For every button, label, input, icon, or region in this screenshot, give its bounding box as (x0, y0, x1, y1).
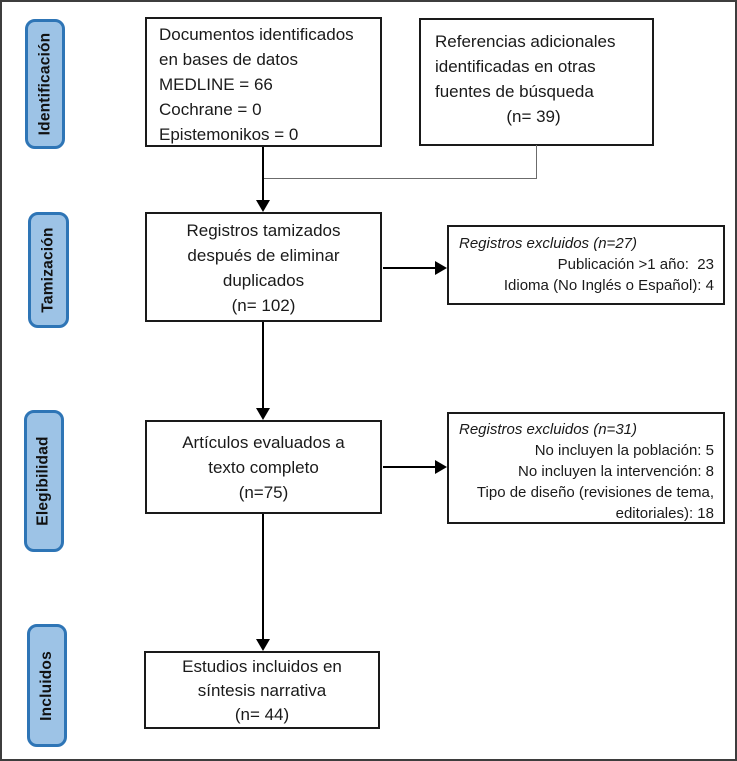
box-screened-records: Registros tamizados después de eliminar … (145, 212, 382, 322)
stage-label-identification: Identificación (25, 19, 65, 149)
box-fulltext-assessed: Artículos evaluados a texto completo (n=… (145, 420, 382, 514)
box-fulltext-line: texto completo (208, 458, 319, 477)
box-included-line: síntesis narrativa (197, 681, 327, 700)
box-additional-line: identificadas en otras (435, 57, 596, 76)
connector-screened-to-fulltext-line (262, 322, 264, 409)
stage-label-identification-text: Identificación (36, 32, 54, 136)
box-excluded-screening: Registros excluidos (n=27) Publicación >… (447, 225, 725, 305)
stage-label-included: Incluidos (27, 624, 67, 747)
box-fulltext-line: (n=75) (238, 483, 289, 502)
box-excluded-eligibility: Registros excluidos (n=31) No incluyen l… (447, 412, 725, 524)
stage-label-included-text: Incluidos (38, 650, 55, 721)
box-excluded-screening-item: Idioma (No Inglés o Español): 4 (503, 277, 714, 294)
connector-fulltext-to-excluded-line (383, 466, 435, 468)
box-screened-line: Registros tamizados (186, 221, 341, 240)
box-excluded-eligibility-title: Registros excluidos (n=31) (459, 421, 638, 438)
box-additional-count: (n= 39) (506, 107, 561, 126)
box-additional-line: fuentes de búsqueda (435, 82, 594, 101)
arrow-down-icon (256, 408, 270, 420)
box-identified-records: Documentos identificados en bases de dat… (145, 17, 382, 147)
stage-label-eligibility: Elegibilidad (24, 410, 64, 552)
box-excluded-screening-title: Registros excluidos (n=27) (459, 235, 638, 252)
arrow-down-icon (256, 200, 270, 212)
box-screened-line: duplicados (222, 271, 305, 290)
box-additional-references: Referencias adicionales identificadas en… (419, 18, 654, 146)
box-excluded-eligibility-item: No incluyen la población: 5 (534, 442, 714, 459)
arrow-right-icon (435, 261, 447, 275)
box-excluded-eligibility-item: Tipo de diseño (revisiones de tema, (476, 484, 714, 501)
box-excluded-eligibility-item: No incluyen la intervención: 8 (518, 463, 714, 480)
stage-label-eligibility-text: Elegibilidad (35, 436, 53, 526)
connector-additional-down-line (536, 145, 537, 179)
connector-screened-to-excluded-line (383, 267, 435, 269)
box-identified-line: MEDLINE = 66 (159, 75, 273, 94)
box-identified-line: Cochrane = 0 (159, 100, 262, 119)
box-included-line: Estudios incluidos en (182, 657, 342, 676)
arrow-down-icon (256, 639, 270, 651)
connector-fulltext-to-included-line (262, 514, 264, 640)
box-screened-line: (n= 102) (231, 296, 296, 315)
stage-label-screening: Tamización (28, 212, 69, 328)
stage-label-screening-text: Tamización (39, 227, 57, 313)
connector-identified-to-screened-line (262, 147, 264, 201)
box-identified-line: en bases de datos (159, 50, 298, 69)
connector-merge-horizontal-line (263, 178, 537, 179)
box-identified-line: Epistemonikos = 0 (159, 125, 299, 144)
box-additional-line: Referencias adicionales (435, 32, 616, 51)
box-excluded-screening-item: Publicación >1 año: 23 (557, 256, 714, 273)
box-identified-line: Documentos identificados (159, 25, 354, 44)
box-included-studies: Estudios incluidos en síntesis narrativa… (144, 651, 380, 729)
box-included-line: (n= 44) (234, 705, 290, 724)
box-screened-line: después de eliminar (187, 246, 340, 265)
arrow-right-icon (435, 460, 447, 474)
box-fulltext-line: Artículos evaluados a (182, 433, 345, 452)
box-excluded-eligibility-item: editoriales): 18 (615, 505, 714, 522)
